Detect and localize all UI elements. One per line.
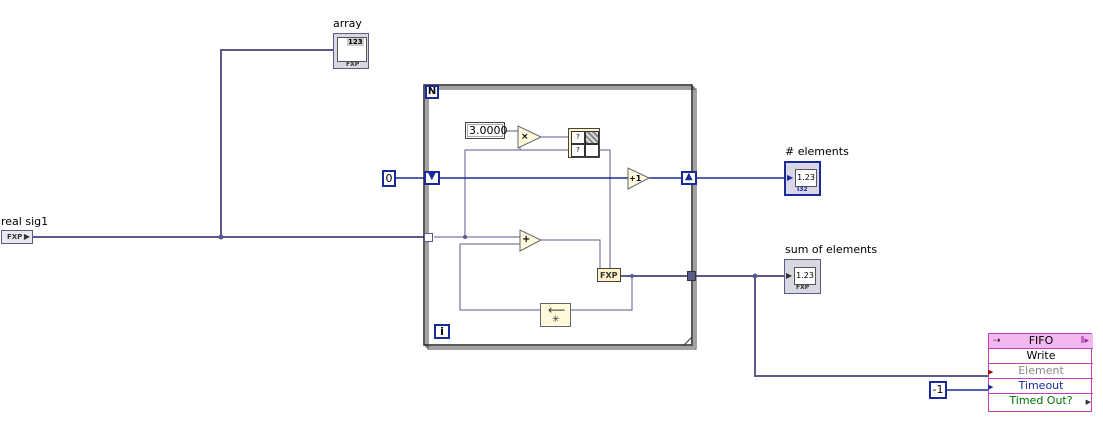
numeric-tag: 1.23: [795, 169, 817, 187]
arrow-right-icon: ▶: [787, 173, 794, 182]
increment-node: [627, 167, 651, 190]
arrow-left-icon: ⟵: [548, 303, 566, 317]
fifo-arrow-icon: ⇢: [993, 336, 1001, 346]
three-constant[interactable]: 3.0000: [465, 122, 508, 139]
sum-of-elements-indicator[interactable]: ▶ 1.23 FXP: [784, 259, 821, 294]
numeric-array-tag: 123: [347, 38, 364, 46]
real-sig1-label: real sig1: [1, 215, 49, 228]
fxp-tag: FXP: [600, 271, 618, 280]
sum-of-elements-label: sum of elements: [785, 243, 878, 256]
fifo-method[interactable]: Write: [989, 349, 1093, 364]
for-loop: [423, 84, 693, 346]
output-tunnel[interactable]: [687, 271, 696, 281]
fxp-config-node[interactable]: ? ?: [568, 128, 600, 158]
fifo-write-node[interactable]: ⇢ FIFO ⫴▸ Write Element Timeout Timed Ou…: [988, 333, 1093, 412]
auto-index-tunnel-in[interactable]: [424, 233, 433, 242]
fifo-timed-out-output[interactable]: Timed Out?: [1009, 394, 1073, 407]
arrow-down-icon: ▼: [428, 171, 436, 182]
fxp-tag: FXP: [7, 233, 23, 241]
arrow-right-icon: ▶: [23, 232, 30, 241]
fifo-timeout-input[interactable]: Timeout: [989, 379, 1093, 394]
fxp-tag: FXP: [346, 61, 360, 68]
index-tag: I32: [797, 186, 808, 193]
num-elements-label: # elements: [785, 145, 849, 158]
add-symbol: +: [522, 234, 531, 245]
arrow-right-icon: ▶: [1085, 398, 1091, 406]
arrow-right-icon: ▶: [988, 368, 994, 376]
increment-symbol: +1: [629, 174, 642, 183]
asterisk-icon: ✳: [552, 315, 560, 325]
array-label: array: [333, 17, 362, 30]
numeric-tag: 1.23: [794, 267, 816, 285]
three-constant-value: 3.0000: [469, 124, 508, 137]
loop-iteration-terminal: i: [434, 324, 450, 339]
shift-register-right[interactable]: ▲: [681, 171, 697, 185]
question-icon: ?: [571, 144, 585, 157]
timeout-constant[interactable]: -1: [929, 381, 947, 399]
feedback-node[interactable]: ⟵ ✳: [540, 303, 571, 327]
arrow-right-icon: ▶: [988, 383, 994, 391]
add-node: [519, 229, 543, 252]
wire-junction: [752, 273, 758, 279]
fifo-element-input[interactable]: Element: [989, 364, 1093, 379]
zero-constant[interactable]: 0: [382, 170, 396, 187]
arrow-up-icon: ▲: [685, 171, 693, 182]
fifo-title: FIFO: [1028, 334, 1054, 347]
loop-count-terminal[interactable]: N: [425, 85, 439, 99]
num-elements-indicator[interactable]: ▶ 1.23 I32: [784, 161, 821, 196]
pattern-icon: [585, 131, 599, 144]
shift-register-left[interactable]: ▼: [424, 171, 440, 185]
fxp-conversion-node[interactable]: FXP: [597, 268, 621, 282]
arrow-right-icon: ▶: [786, 271, 793, 280]
fifo-queue-icon: ⫴▸: [1080, 336, 1089, 346]
wire-array: [220, 49, 333, 237]
multiply-symbol: ×: [521, 132, 529, 142]
fifo-header: ⇢ FIFO ⫴▸: [989, 334, 1093, 349]
multiply-node: [517, 125, 543, 149]
wire-fifo-element: [754, 276, 990, 377]
array-indicator[interactable]: 123 FXP: [333, 33, 369, 69]
fxp-tag: FXP: [796, 284, 810, 291]
wire-junction: [218, 234, 224, 240]
document-icon: [585, 144, 599, 157]
real-sig1-control[interactable]: FXP ▶: [1, 230, 33, 244]
question-icon: ?: [571, 131, 585, 144]
